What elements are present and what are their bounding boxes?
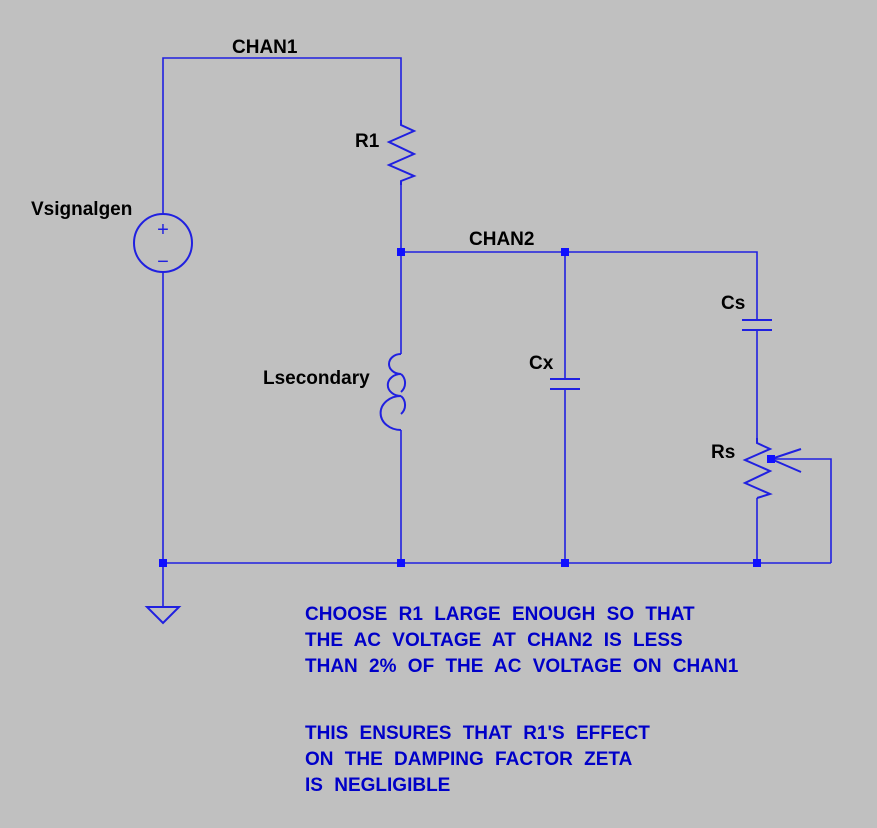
inductor-lsecondary [379,353,407,431]
net-label-chan2: CHAN2 [469,229,534,250]
junction-dot [397,248,405,256]
net-label-chan1: CHAN1 [232,37,298,58]
junction-dot [753,559,761,567]
capacitor-cx [550,378,580,390]
note-line: THE AC VOLTAGE AT CHAN2 IS LESS [305,630,683,651]
wire-rs-wiper [771,458,832,563]
note-line: THIS ENSURES THAT R1'S EFFECT [305,723,650,744]
resistor-r1 [386,120,417,185]
ground-symbol [144,606,182,625]
junction-dot [767,455,775,463]
junction-dot [561,248,569,256]
note-line: CHOOSE R1 LARGE ENOUGH SO THAT [305,604,695,625]
wire-chan1 [162,57,402,213]
note-block-2: THIS ENSURES THAT R1'S EFFECT ON THE DAM… [305,723,650,796]
junction-dot [397,559,405,567]
component-label-rs: Rs [711,442,735,463]
component-label-r1: R1 [355,131,380,152]
component-label-lsecondary: Lsecondary [263,368,370,389]
source-plus-symbol: + [157,219,169,241]
wires [162,57,832,607]
source-minus-symbol: − [157,251,169,273]
note-line: IS NEGLIGIBLE [305,775,450,796]
variable-resistor-rs [742,438,802,499]
voltage-source: + − [133,213,193,273]
note-block-1: CHOOSE R1 LARGE ENOUGH SO THAT THE AC VO… [305,604,739,677]
junctions [159,248,775,567]
component-label-cs: Cs [721,293,745,314]
note-line: ON THE DAMPING FACTOR ZETA [305,749,633,770]
capacitor-cs [742,319,772,331]
junction-dot [159,559,167,567]
component-label-cx: Cx [529,353,554,374]
component-label-vsignalgen: Vsignalgen [31,199,132,220]
junction-dot [561,559,569,567]
note-line: THAN 2% OF THE AC VOLTAGE ON CHAN1 [305,656,739,677]
wire-chan2 [401,251,758,320]
